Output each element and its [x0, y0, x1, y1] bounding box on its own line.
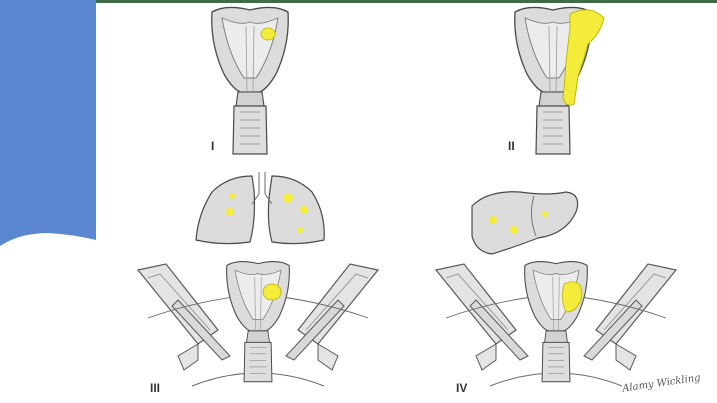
stage-iii-pelvis: [137, 260, 379, 387]
stage-iv-liver: [471, 191, 579, 255]
stage-iii-lungs: [195, 172, 325, 245]
top-border: [0, 0, 717, 3]
stage-label-i: I: [211, 139, 215, 153]
stage-i-illustration: [211, 6, 289, 155]
blue-side-panel: [0, 0, 96, 246]
stage-iv-pelvis: [435, 260, 677, 387]
stage-ii-illustration: [514, 6, 605, 155]
stage-label-iv: IV: [456, 381, 468, 395]
stage-label-iii: III: [150, 381, 161, 395]
stage-label-ii: II: [508, 139, 515, 153]
